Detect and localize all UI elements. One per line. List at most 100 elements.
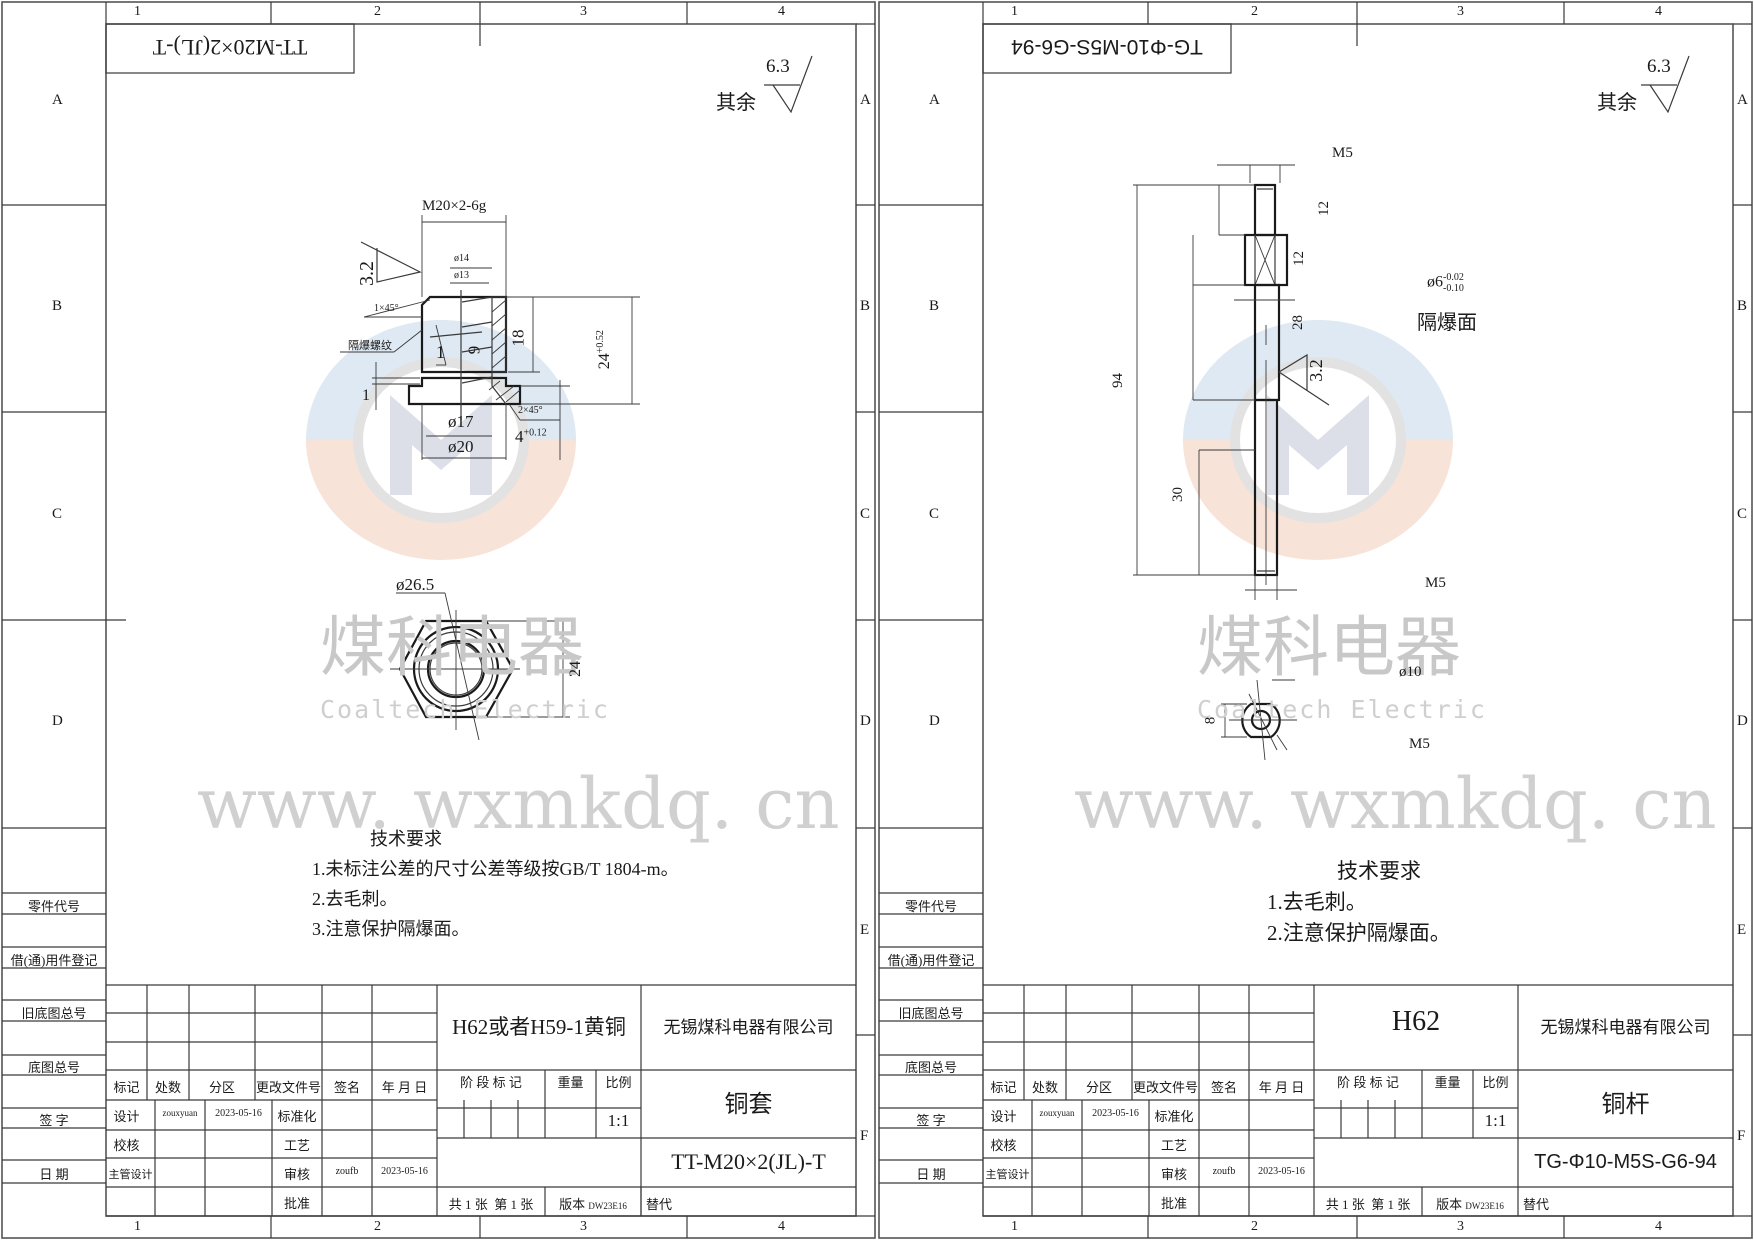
- col-label-top-1: 1: [1011, 4, 1018, 19]
- part-code-box: [105, 23, 355, 74]
- tb-replace-label: 替代: [1523, 1197, 1550, 1212]
- row-label-right-a: A: [860, 92, 871, 108]
- dim-d6: ø6-0.02-0.10: [1427, 272, 1464, 294]
- tb-part-name: 铜套: [724, 1092, 773, 1118]
- tb-scale-value: 1:1: [1484, 1111, 1507, 1130]
- col-label-top-3: 3: [1457, 4, 1464, 19]
- row-label-right-f: F: [1737, 1128, 1746, 1144]
- tb-reviewer: zoufb: [335, 1166, 359, 1177]
- title-block-grid: [983, 984, 1733, 1217]
- col-label-bottom-3: 3: [1457, 1219, 1464, 1234]
- tb-header-zone: 分区: [1085, 1080, 1112, 1095]
- dim-h24: 24+0.52: [595, 330, 614, 369]
- default-roughness-label: 其余: [716, 92, 756, 114]
- tb-scale-label: 比例: [1482, 1075, 1509, 1090]
- row-label-right-c: C: [1737, 506, 1748, 522]
- row-label-right-b: B: [1737, 298, 1748, 314]
- tb-version-label: 版本: [559, 1197, 586, 1212]
- dim-thread-note: 隔爆螺纹: [348, 340, 392, 352]
- dim-h4: 4+0.12: [515, 427, 547, 447]
- tb-lead-label: 主管设计: [985, 1169, 1030, 1181]
- tb-drawing-no: TT-M20×2(JL)-T: [671, 1149, 826, 1174]
- row-label-right-b: B: [860, 298, 871, 314]
- row-label-right-a: A: [1737, 92, 1748, 108]
- tb-process-label: 工艺: [283, 1138, 310, 1153]
- row-label-right-d: D: [860, 713, 871, 729]
- tb-design-date: 2023-05-16: [215, 1108, 262, 1119]
- tb-stage-label: 阶 段 标 记: [1337, 1075, 1399, 1090]
- tb-version: 版本 DW23E16: [1422, 1194, 1518, 1213]
- tb-design-date: 2023-05-16: [1092, 1108, 1139, 1119]
- col-label-bottom-4: 4: [778, 1219, 785, 1234]
- row-label-left-c: C: [52, 506, 63, 522]
- dim-flame-face: 隔爆面: [1417, 312, 1477, 334]
- col-label-bottom-2: 2: [374, 1219, 381, 1234]
- tb-check-label: 校核: [990, 1138, 1017, 1153]
- row-label-right-c: C: [860, 506, 871, 522]
- watermark-logo: [1183, 320, 1453, 560]
- col-label-top-2: 2: [374, 4, 381, 19]
- watermark-logo: [306, 320, 576, 560]
- tech-req-item-2: 2.注意保护隔爆面。: [1267, 921, 1451, 945]
- tb-stage-label: 阶 段 标 记: [460, 1075, 522, 1090]
- tb-part-name: 铜杆: [1601, 1092, 1650, 1118]
- tech-req-title: 技术要求: [1337, 859, 1421, 883]
- side-label-drawing-no: 底图总号: [27, 1060, 80, 1075]
- tb-header-date: 年 月 日: [1258, 1080, 1305, 1095]
- side-label-drawing-no: 底图总号: [904, 1060, 957, 1075]
- tech-req-item-2: 2.去毛刺。: [312, 889, 398, 909]
- col-label-top-3: 3: [580, 4, 587, 19]
- watermark-cn: 煤科电器: [1197, 609, 1461, 686]
- side-label-signature: 签 字: [916, 1113, 946, 1128]
- tb-header-zone: 分区: [208, 1080, 235, 1095]
- dim-d6-lower: -0.10: [1443, 283, 1464, 294]
- dim-h4-value: 4: [515, 427, 524, 446]
- dim-l30: 30: [1170, 487, 1186, 502]
- side-label-part-code: 零件代号: [27, 899, 80, 914]
- tb-standard-label: 标准化: [1154, 1109, 1194, 1124]
- dim-d14: ø14: [454, 253, 469, 264]
- tb-version-label: 版本: [1436, 1197, 1463, 1212]
- tb-scale-value: 1:1: [607, 1111, 630, 1130]
- tb-review-label: 审核: [1160, 1167, 1187, 1182]
- col-label-bottom-1: 1: [134, 1219, 141, 1234]
- tb-header-change-doc: 更改文件号: [1132, 1080, 1198, 1095]
- tb-header-mark: 标记: [113, 1080, 140, 1095]
- dim-roughness-3-2: 3.2: [356, 261, 378, 286]
- tb-company: 无锡煤科电器有限公司: [663, 1018, 834, 1037]
- tb-approve-label: 批准: [283, 1196, 310, 1211]
- tech-req-item-1: 1.去毛刺。: [1267, 890, 1367, 914]
- col-label-bottom-1: 1: [1011, 1219, 1018, 1234]
- dim-d6-upper: -0.02: [1443, 272, 1464, 283]
- dim-h18: 18: [508, 329, 528, 347]
- tech-req-item-3: 3.注意保护隔爆面。: [312, 919, 470, 939]
- tb-process-label: 工艺: [1160, 1138, 1187, 1153]
- dim-d26-5: ø26.5: [396, 575, 435, 594]
- watermark-url: www. wxmkdq. cn: [1074, 763, 1717, 845]
- side-label-date: 日 期: [39, 1167, 69, 1182]
- tb-reviewer: zoufb: [1212, 1166, 1236, 1177]
- part-code-rotated: TG-Φ10-M5S-G6-94: [1011, 35, 1203, 58]
- tb-header-count: 处数: [1031, 1080, 1058, 1095]
- tech-requirements: 技术要求 1.去毛刺。 2.注意保护隔爆面。: [1267, 856, 1451, 949]
- col-label-top-4: 4: [1655, 4, 1662, 19]
- tb-standard-label: 标准化: [277, 1109, 317, 1124]
- col-label-bottom-4: 4: [1655, 1219, 1662, 1234]
- tb-header-sign: 签名: [1210, 1080, 1237, 1095]
- tb-header-sign: 签名: [333, 1080, 360, 1095]
- sheet-canvas-left: M20×2-6g 煤科电器 Coaltech Electric www. wxm…: [1, 1, 876, 1239]
- roughness-default-symbol: [764, 55, 813, 114]
- dim-w8: 8: [1202, 716, 1219, 725]
- dim-d13: ø13: [454, 270, 469, 281]
- row-label-left-b: B: [52, 298, 63, 314]
- tb-approve-label: 批准: [1160, 1196, 1187, 1211]
- part-code-rotated: TT-M20×2(JL)-T: [152, 35, 308, 60]
- row-label-left-a: A: [929, 92, 940, 108]
- tb-design-label: 设计: [990, 1109, 1017, 1124]
- rod-side-view: [1133, 164, 1330, 600]
- col-label-bottom-3: 3: [580, 1219, 587, 1234]
- watermark-en: Coaltech Electric: [320, 695, 610, 724]
- dim-m5-bottom: M5: [1425, 575, 1446, 591]
- dim-roughness-3-2: 3.2: [1305, 359, 1326, 382]
- tb-header-change-doc: 更改文件号: [255, 1080, 321, 1095]
